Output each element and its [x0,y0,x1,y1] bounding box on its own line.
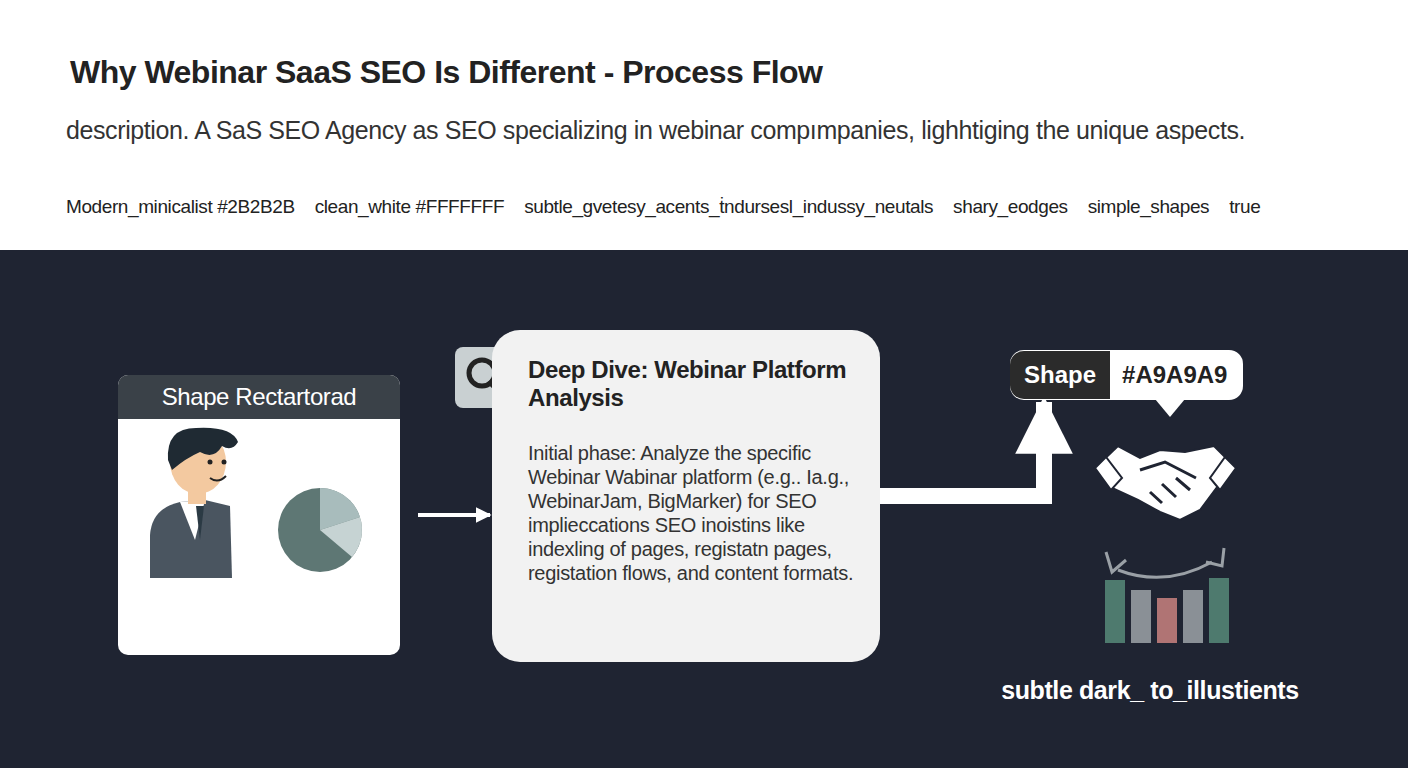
bubble-pointer [1155,399,1185,419]
process-box: Deep Dive: Webinar Platform AnalysisInit… [492,330,880,662]
card-header: Shape Rectartorad [118,375,400,419]
bubble-value: #A9A9A9 [1110,361,1243,389]
bar-chart [1105,578,1229,643]
flow-arrow [880,402,1044,496]
style-token: Modern_minicalist #2B2B2B [66,196,295,218]
style-token-row: Modern_minicalist #2B2B2B clean_white #FF… [66,196,1260,218]
speech-bubble: Shape#A9A9A9 [1010,350,1243,400]
cycle-arrows [1106,548,1224,577]
flow-arrow [418,513,490,517]
style-token: true [1229,196,1260,218]
diagram-title: Why Webinar SaaS SEO Is Different - Proc… [70,54,823,91]
style-token: simple_shapes [1088,196,1210,218]
description-text: description. A SaS SEO Agency as SEO spe… [66,116,1245,145]
illustration-card: Shape Rectartorad [118,375,400,655]
caption-label: subtle dark_ to_illustients [1001,676,1299,705]
box-body: Initial phase: Analyze the specific Webi… [528,441,856,585]
style-token: subtle_gvetesy_acents_ṫndursesl_indussy_… [524,196,933,218]
style-token: shary_eodges [953,196,1068,218]
bubble-tag: Shape [1010,351,1110,399]
handshake-icon [1095,446,1236,520]
style-token: clean_white #FFFFFFF [315,196,504,218]
box-heading: Deep Dive: Webinar Platform Analysis [528,356,856,411]
